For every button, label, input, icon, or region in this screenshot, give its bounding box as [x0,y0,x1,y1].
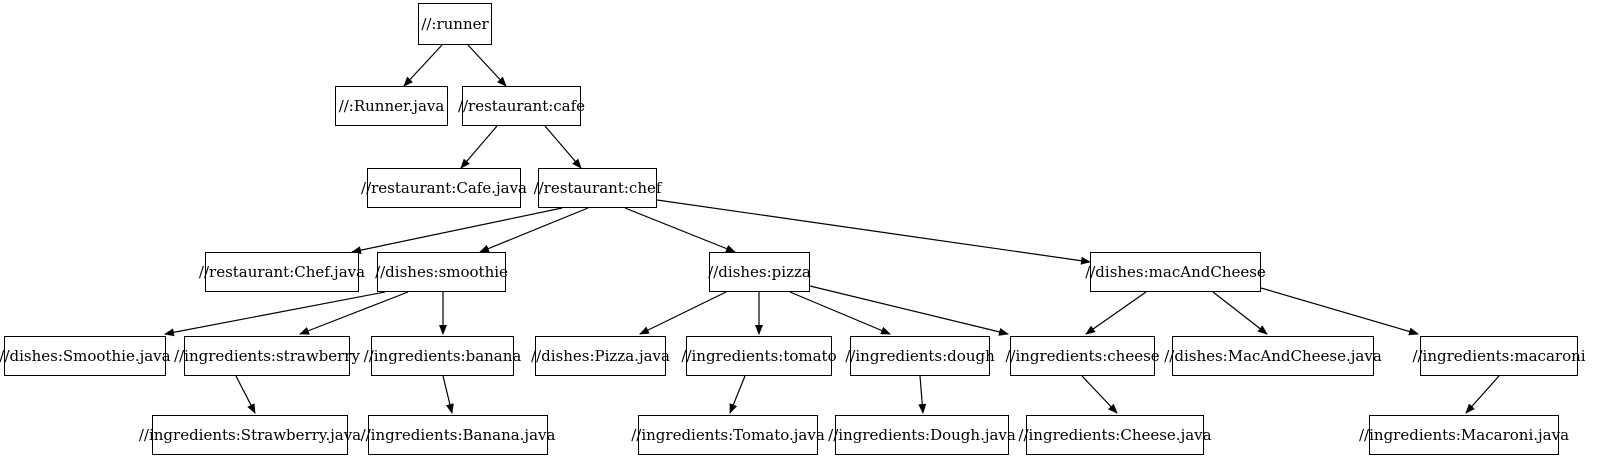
graph-node-cafe_java[interactable]: //restaurant:Cafe.java [361,168,527,208]
graph-node-label: //restaurant:cafe [457,96,586,115]
graph-node-banana_java[interactable]: //ingredients:Banana.java [361,415,555,455]
graph-node-label: //ingredients:Macaroni.java [1359,425,1570,444]
graph-node-label: //dishes:MacAndCheese.java [1164,346,1382,365]
graph-node-label: //restaurant:chef [533,178,662,197]
graph-node-label: //:runner [421,14,489,33]
graph-node-restaurant_cafe[interactable]: //restaurant:cafe [458,86,585,126]
graph-node-label: //ingredients:Banana.java [360,425,556,444]
graph-node-label: //ingredients:dough [845,346,995,365]
graph-node-label: //:Runner.java [338,96,445,115]
graph-node-tomato_java[interactable]: //ingredients:Tomato.java [631,415,825,455]
graph-node-label: //ingredients:Dough.java [828,425,1016,444]
graph-node-label: //ingredients:Strawberry.java [138,425,362,444]
graph-node-cheese_java[interactable]: //ingredients:Cheese.java [1018,415,1212,455]
graph-node-label: //dishes:macAndCheese [1085,262,1266,281]
graph-node-dishes_macandcheese[interactable]: //dishes:macAndCheese [1085,252,1266,292]
graph-node-label: //ingredients:strawberry [174,346,360,365]
graph-node-macandcheese_java[interactable]: //dishes:MacAndCheese.java [1164,336,1382,376]
graph-node-chef_java[interactable]: //restaurant:Chef.java [199,252,365,292]
graph-node-label: //ingredients:Tomato.java [631,425,825,444]
graph-node-ing_cheese[interactable]: //ingredients:cheese [1005,336,1160,376]
graph-node-smoothie_java[interactable]: //dishes:Smoothie.java [0,336,171,376]
graph-node-label: //ingredients:Cheese.java [1018,425,1212,444]
graph-node-ing_dough[interactable]: //ingredients:dough [845,336,995,376]
graph-node-runner[interactable]: //:runner [418,3,492,45]
graph-node-label: //dishes:Smoothie.java [0,346,171,365]
graph-node-ing_macaroni[interactable]: //ingredients:macaroni [1412,336,1586,376]
graph-node-label: //dishes:Pizza.java [531,346,670,365]
graph-node-label: //restaurant:Chef.java [198,262,366,281]
graph-node-ing_tomato[interactable]: //ingredients:tomato [681,336,837,376]
graph-node-ing_strawberry[interactable]: //ingredients:strawberry [174,336,360,376]
graph-node-ing_banana[interactable]: //ingredients:banana [364,336,521,376]
graph-node-label: //dishes:pizza [708,262,811,281]
graph-node-macaroni_java[interactable]: //ingredients:Macaroni.java [1359,415,1569,455]
graph-node-dishes_smoothie[interactable]: //dishes:smoothie [375,252,508,292]
graph-node-dough_java[interactable]: //ingredients:Dough.java [828,415,1016,455]
graph-node-label: //restaurant:Cafe.java [361,178,527,197]
graph-node-strawberry_java[interactable]: //ingredients:Strawberry.java [139,415,361,455]
graph-node-dishes_pizza[interactable]: //dishes:pizza [708,252,811,292]
graph-node-restaurant_chef[interactable]: //restaurant:chef [534,168,661,208]
graph-node-label: //ingredients:macaroni [1412,346,1586,365]
graph-node-runner_java[interactable]: //:Runner.java [335,86,448,126]
graph-node-label: //ingredients:cheese [1005,346,1160,365]
graph-node-label: //ingredients:tomato [681,346,837,365]
graph-node-pizza_java[interactable]: //dishes:Pizza.java [531,336,670,376]
graph-node-label: //ingredients:banana [363,346,522,365]
graph-node-label: //dishes:smoothie [375,262,508,281]
